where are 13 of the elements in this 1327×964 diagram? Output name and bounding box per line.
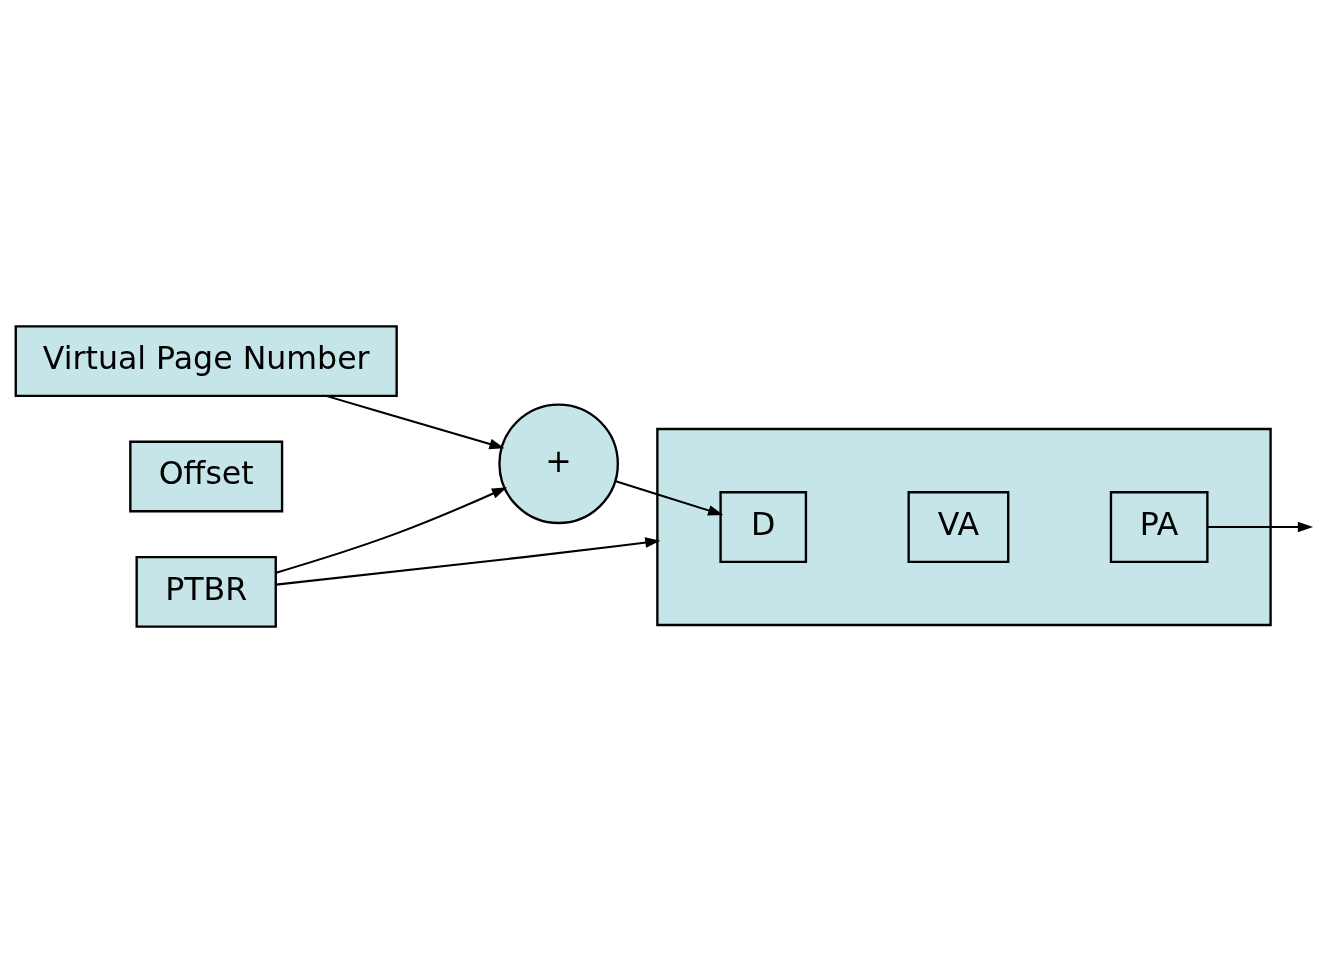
arrow — [1207, 521, 1314, 533]
arrow — [615, 480, 724, 516]
arrow — [275, 487, 507, 574]
arrow — [275, 537, 661, 586]
node-box: D — [719, 491, 808, 563]
cluster — [656, 427, 1272, 627]
node-box: PA — [1109, 491, 1209, 563]
node-box: VA — [907, 491, 1010, 563]
node-box: Virtual Page Number — [14, 325, 398, 398]
node-circle: + — [498, 403, 619, 525]
node-box: PTBR — [135, 555, 277, 628]
node-box: Offset — [129, 440, 284, 513]
arrow — [325, 394, 505, 450]
